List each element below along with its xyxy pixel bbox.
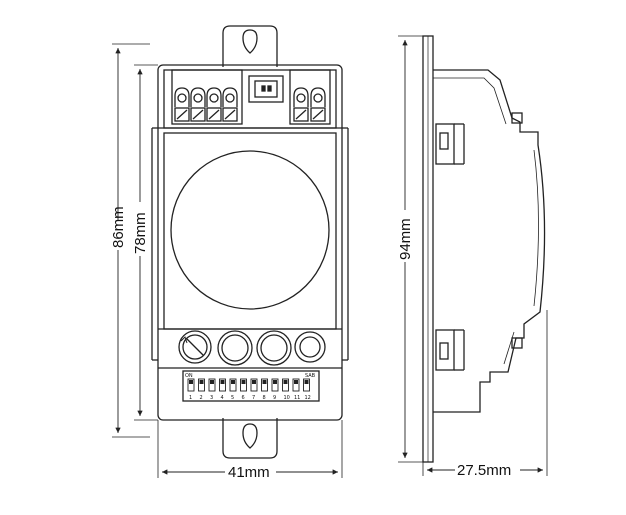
dip-switch: 9 bbox=[271, 378, 279, 401]
dim-27-5mm: 27.5mm bbox=[422, 310, 548, 479]
bottom-mounting-tab bbox=[222, 418, 278, 459]
dip-switch-number: 1 bbox=[189, 395, 192, 401]
dip-switch-number: 2 bbox=[200, 395, 203, 401]
dim-86mm-label: 86mm bbox=[110, 206, 127, 248]
side-latch-bottom bbox=[435, 329, 455, 371]
side-clip-top bbox=[511, 112, 523, 124]
terminal-screw bbox=[174, 87, 190, 122]
dim-41mm: 41mm bbox=[157, 420, 343, 481]
dip-switch: 12 bbox=[303, 378, 311, 401]
indicator-led bbox=[294, 331, 326, 363]
dim-86mm: 86mm bbox=[110, 43, 150, 438]
dip-switch-number: 12 bbox=[305, 395, 311, 401]
top-mount-slot bbox=[242, 29, 258, 54]
dip-label-left: ON bbox=[185, 373, 193, 379]
dip-switch-number: 9 bbox=[273, 395, 276, 401]
control-panel bbox=[178, 330, 326, 366]
side-view bbox=[422, 35, 546, 463]
dip-switch-number: 8 bbox=[263, 395, 266, 401]
dip-switch: 2 bbox=[198, 378, 205, 401]
dip-switch: 1 bbox=[187, 378, 195, 401]
dip-switch-number: 4 bbox=[221, 395, 224, 401]
dim-94mm: 94mm bbox=[397, 35, 423, 463]
dip-switch: 4 bbox=[219, 378, 226, 401]
button-2 bbox=[256, 330, 292, 366]
side-body-outline bbox=[433, 69, 546, 413]
dim-94mm-label: 94mm bbox=[397, 218, 414, 260]
bottom-mount-slot bbox=[242, 423, 258, 449]
dip-switch-number: 3 bbox=[210, 395, 213, 401]
dip-switch-number: 10 bbox=[284, 395, 290, 401]
top-mounting-tab bbox=[222, 25, 278, 67]
terminal-screw bbox=[310, 87, 326, 122]
terminal-screw bbox=[293, 87, 309, 122]
dim-78mm: 78mm bbox=[132, 64, 158, 421]
dip-switch-number: 11 bbox=[294, 395, 300, 401]
dip-label-right: SAB bbox=[305, 373, 316, 379]
terminal-screw bbox=[206, 87, 222, 122]
side-latch-top bbox=[435, 123, 455, 165]
potentiometer-knob bbox=[178, 330, 212, 364]
button-1 bbox=[217, 330, 253, 366]
dip-switch: 7 bbox=[250, 378, 258, 401]
dip-switch-number: 5 bbox=[231, 395, 234, 401]
dip-switch: 3 bbox=[208, 378, 216, 401]
dim-27-5mm-label: 27.5mm bbox=[457, 462, 511, 479]
dip-switch: 6 bbox=[240, 378, 247, 401]
dip-switch: 5 bbox=[229, 378, 237, 401]
terminal-block-left bbox=[171, 69, 243, 125]
dim-78mm-label: 78mm bbox=[132, 212, 149, 254]
lens-panel bbox=[163, 132, 337, 330]
dim-41mm-label: 41mm bbox=[228, 464, 270, 481]
side-clip-bottom bbox=[511, 337, 523, 349]
center-connector bbox=[248, 75, 284, 103]
dip-switch: 10 bbox=[282, 378, 290, 401]
terminal-block-right bbox=[289, 69, 331, 125]
terminal-screw bbox=[190, 87, 206, 122]
dip-switch-number: 6 bbox=[242, 395, 245, 401]
terminal-panel bbox=[163, 69, 337, 129]
front-housing bbox=[157, 64, 343, 421]
dip-switch: 8 bbox=[261, 378, 268, 401]
sensor-lens bbox=[170, 150, 330, 310]
dip-switch-number: 7 bbox=[252, 395, 255, 401]
terminal-screw bbox=[222, 87, 238, 122]
dip-switch: 11 bbox=[292, 378, 300, 401]
